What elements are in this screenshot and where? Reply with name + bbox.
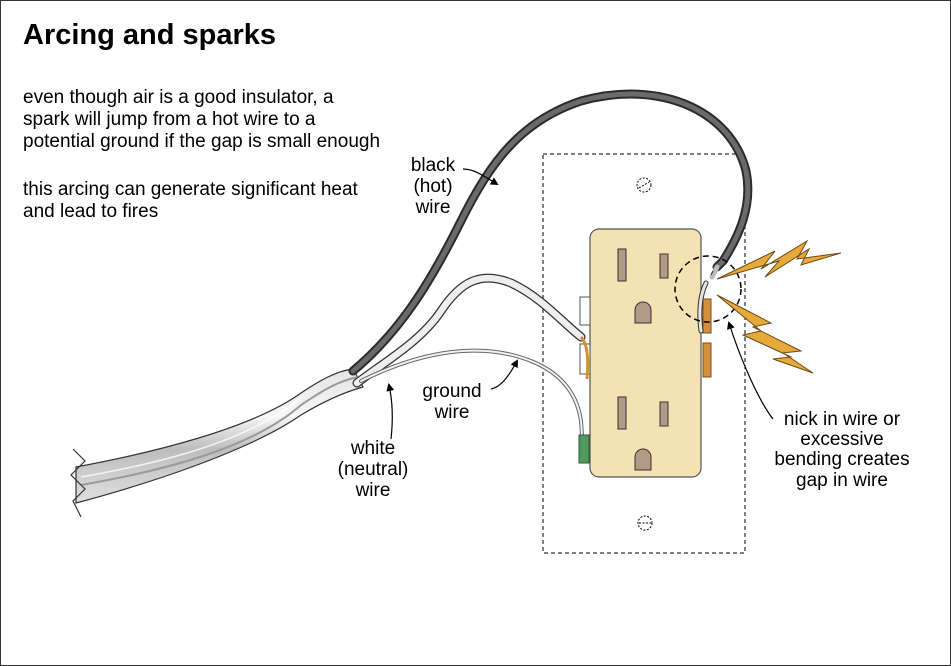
white-label-line-2: (neutral)	[338, 459, 409, 480]
white-label-line-3: wire	[355, 480, 391, 501]
black-wire-leader	[462, 168, 499, 186]
black-wire-stripped-end	[709, 264, 720, 280]
nick-label-line-2: excessive	[800, 429, 883, 450]
brass-terminal-bottom	[702, 342, 712, 378]
black-label-line-3: wire	[415, 197, 451, 218]
black-wire-label: black (hot) wire	[411, 155, 456, 218]
brass-terminal-top	[702, 298, 712, 334]
warning-paragraph: this arcing can generate significant hea…	[23, 179, 358, 222]
nick-label-line-4: gap in wire	[796, 470, 888, 491]
gap-highlight-circle	[674, 255, 742, 323]
diagram-title: Arcing and sparks	[23, 19, 277, 51]
black-label-line-1: black	[411, 155, 456, 176]
upper-slot-left	[617, 248, 627, 282]
ground-label-line-2: wire	[434, 402, 470, 423]
lower-slot-left	[617, 396, 627, 430]
lower-ground-hole	[634, 448, 652, 471]
top-plate-screw-icon	[636, 177, 652, 193]
nick-label-line-1: nick in wire or	[784, 409, 901, 430]
white-wire-label: white (neutral) wire	[338, 438, 409, 501]
green-ground-terminal	[578, 434, 590, 464]
upper-spark-icon	[716, 239, 842, 280]
nm-cable	[70, 368, 364, 518]
ground-wire-label: ground wire	[422, 381, 481, 423]
upper-outlet	[617, 248, 669, 324]
lower-outlet	[617, 396, 669, 471]
nick-label: nick in wire or excessive bending create…	[774, 409, 909, 491]
lower-slot-right	[659, 401, 669, 427]
white-wire-leader	[386, 383, 395, 440]
ground-wire-leader	[490, 359, 518, 390]
nick-leader	[726, 321, 774, 420]
lower-spark-icon	[716, 294, 814, 374]
nick-label-line-3: bending creates	[774, 449, 909, 470]
upper-slot-right	[659, 253, 669, 279]
intro-paragraph: even though air is a good insulator, a s…	[23, 87, 381, 152]
white-label-line-1: white	[350, 438, 395, 459]
receptacle-body	[589, 228, 702, 478]
wall-plate-outline	[542, 153, 746, 554]
silver-terminal-top	[579, 296, 591, 326]
upper-ground-hole	[634, 301, 652, 324]
black-label-line-2: (hot)	[413, 176, 452, 197]
bottom-plate-screw-icon	[637, 515, 653, 531]
ground-label-line-1: ground	[422, 381, 481, 402]
